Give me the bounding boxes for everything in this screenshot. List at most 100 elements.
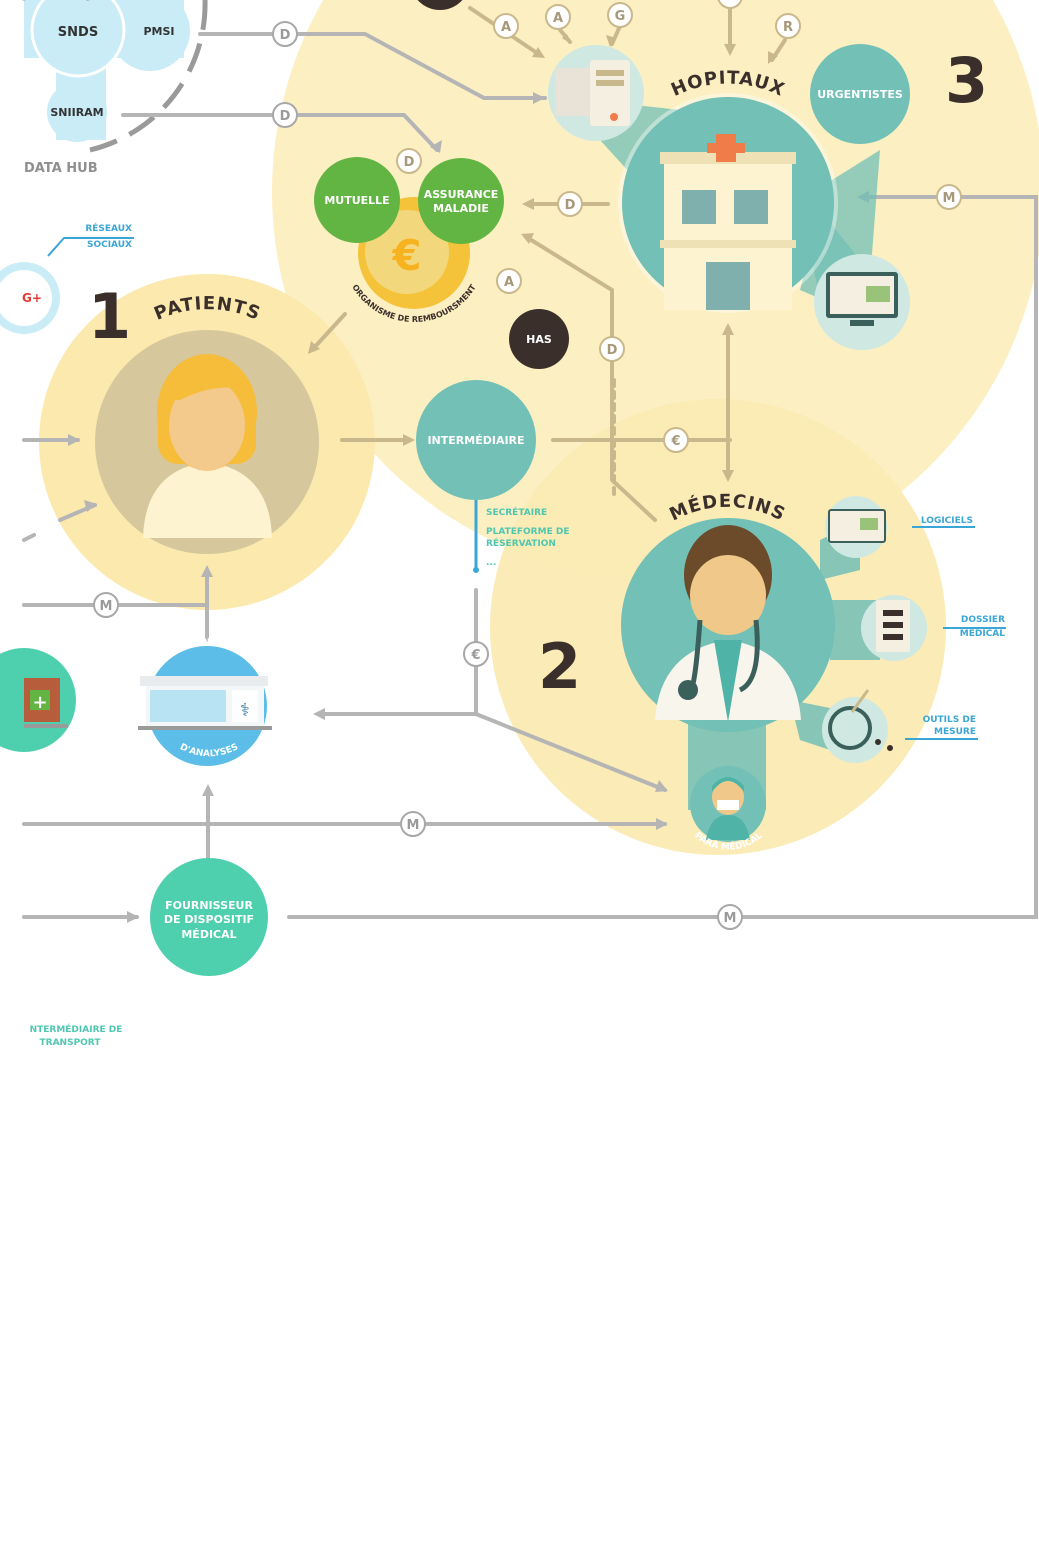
badge-d-pmsi-text: D xyxy=(280,28,291,43)
mutuelle-label: MUTUELLE xyxy=(324,194,389,207)
badge-r[interactable]: R xyxy=(775,13,801,39)
badge-euro-analyses-text: € xyxy=(470,648,480,663)
badge-m-patients-text: M xyxy=(100,599,113,614)
centre-title-top: CENTRE xyxy=(189,638,232,651)
fournisseur-label-3: MÉDICAL xyxy=(181,928,236,941)
badge-g-text: G xyxy=(615,9,626,24)
badges: D D A A G R D D xyxy=(93,0,962,930)
intermediaire-list-item-4: ... xyxy=(486,558,496,568)
badge-euro-intermediaire-text: € xyxy=(670,434,680,449)
badge-a-has[interactable]: A xyxy=(496,268,522,294)
top-dark-node[interactable] xyxy=(410,0,470,10)
badge-d-hopital-text: D xyxy=(565,198,576,213)
centre-analyses-group: ⚕ CENTRE D'ANALYSES xyxy=(138,638,272,766)
mutuelle-node[interactable] xyxy=(314,157,400,243)
badge-a-2-text: A xyxy=(553,11,563,26)
dossier-label-1: DOSSIER xyxy=(961,615,1005,625)
gold-connectors xyxy=(310,6,787,522)
badge-m-fournisseur-text: M xyxy=(724,911,737,926)
pmsi-node[interactable] xyxy=(110,0,190,71)
badge-d-medecins-text: D xyxy=(607,343,618,358)
intermediaire-group: INTERMÉDIAIRE SECRÉTAIRE PLATEFORME DE R… xyxy=(416,380,569,573)
sniiram-node[interactable] xyxy=(47,82,107,142)
euro-coin-icon: € xyxy=(391,231,421,280)
reimbursement-group: € MUTUELLE ASSURANCE MALADIE ORGANISME D… xyxy=(314,157,569,369)
assurance-label-1: ASSURANCE xyxy=(424,188,499,201)
dossier-label-2: MÉDICAL xyxy=(960,627,1005,639)
data-hub-label: DATA HUB xyxy=(24,161,98,176)
badge-d-organisme[interactable]: D xyxy=(396,148,422,174)
doctor-avatar-icon xyxy=(655,525,801,722)
fournisseur-group: FOURNISSEUR DE DISPOSITIF MÉDICAL xyxy=(150,858,268,976)
logiciels-label: LOGICIELS xyxy=(921,516,973,526)
badge-a-1[interactable]: A xyxy=(493,13,519,39)
urgentistes-node[interactable] xyxy=(810,44,910,144)
badge-m-patients[interactable]: M xyxy=(93,592,119,618)
outils-label-1: OUTILS DE xyxy=(923,715,976,725)
assurance-label-2: MALADIE xyxy=(433,202,489,215)
badge-d-sniiram-text: D xyxy=(280,109,291,124)
social-networks: G+ RÉSEAUX SOCIAUX xyxy=(0,222,134,334)
patients-group: PATIENTS 1 xyxy=(88,280,319,554)
gold-arrowheads xyxy=(308,34,778,482)
fournisseur-label-2: DE DISPOSITIF xyxy=(164,913,254,926)
transport-label-1: NTERMÉDIAIRE DE xyxy=(30,1023,123,1035)
intermediaire-list-item-2: PLATEFORME DE xyxy=(486,527,569,537)
top-dark-nodes xyxy=(410,0,470,10)
badge-euro-intermediaire[interactable]: € xyxy=(663,427,689,453)
hopitaux-title: HOPITAUX xyxy=(0,0,111,5)
data-hub: PMSI SNDS SNIIRAM DATA HUB xyxy=(24,0,208,176)
fournisseur-label-1: FOURNISSEUR xyxy=(165,899,253,912)
stethoscope-icon xyxy=(828,689,893,751)
snds-node[interactable] xyxy=(30,0,126,78)
sociaux-label: SOCIAUX xyxy=(87,240,132,250)
assurance-maladie-node[interactable] xyxy=(418,158,504,244)
medical-record-icon xyxy=(876,600,910,652)
badge-m-fournisseur[interactable]: M xyxy=(717,904,743,930)
software-icon xyxy=(828,509,886,543)
badge-m-para[interactable]: M xyxy=(400,811,426,837)
patient-avatar-icon xyxy=(143,354,272,538)
fournisseur-node[interactable] xyxy=(150,858,268,976)
transport-label-2: TRANSPORT xyxy=(40,1038,102,1048)
badge-euro-analyses[interactable]: € xyxy=(463,641,489,667)
data-hub-dashed-arc xyxy=(89,0,208,153)
reseaux-sociaux-label: RÉSEAUX xyxy=(85,222,132,234)
sniiram-label: SNIIRAM xyxy=(50,106,103,119)
google-plus-icon: G+ xyxy=(22,291,42,305)
section-number-2: 2 xyxy=(538,630,581,703)
urgentistes-label: URGENTISTES xyxy=(817,88,903,101)
intermediaire-list-item-3: RÉSERVATION xyxy=(486,537,556,549)
badge-d-sniiram[interactable]: D xyxy=(272,102,298,128)
server-icon xyxy=(555,60,630,126)
computer-icon xyxy=(826,272,898,326)
hospital-building-icon xyxy=(660,134,796,310)
has-label: HAS xyxy=(526,333,552,346)
reseaux-line: RÉSEAUX xyxy=(85,222,132,234)
badge-d-medecins[interactable]: D xyxy=(599,336,625,362)
outils-label-2: MESURE xyxy=(934,727,976,737)
badge-g[interactable]: G xyxy=(607,2,633,28)
badge-a-has-text: A xyxy=(504,275,514,290)
caduceus-icon: ⚕ xyxy=(240,700,250,721)
snds-label: SNDS xyxy=(58,25,98,40)
badge-d-hopital[interactable]: D xyxy=(557,191,583,217)
badge-m-para-text: M xyxy=(407,818,420,833)
badge-d-organisme-text: D xyxy=(404,155,415,170)
badge-c-partial[interactable] xyxy=(717,0,743,9)
section-number-1: 1 xyxy=(88,280,131,353)
badge-a-2[interactable]: A xyxy=(545,4,571,30)
intermediaire-label: INTERMÉDIAIRE xyxy=(427,434,524,447)
transport-group: NTERMÉDIAIRE DE TRANSPORT xyxy=(30,1023,123,1048)
nurse-icon xyxy=(706,777,750,840)
intermediaire-list-item-1: SECRÉTAIRE xyxy=(486,506,547,518)
has-node[interactable] xyxy=(509,309,569,369)
badge-d-pmsi[interactable]: D xyxy=(272,21,298,47)
badge-m-hopital[interactable]: M xyxy=(936,184,962,210)
pharmacy-group: + xyxy=(0,648,76,752)
centre-top-arc-text: CENTRE xyxy=(189,638,232,651)
hopitaux-group: URGENTISTES HOPITAUX xyxy=(0,0,988,350)
badge-r-text: R xyxy=(783,20,793,35)
intermediaire-node[interactable] xyxy=(416,380,536,500)
